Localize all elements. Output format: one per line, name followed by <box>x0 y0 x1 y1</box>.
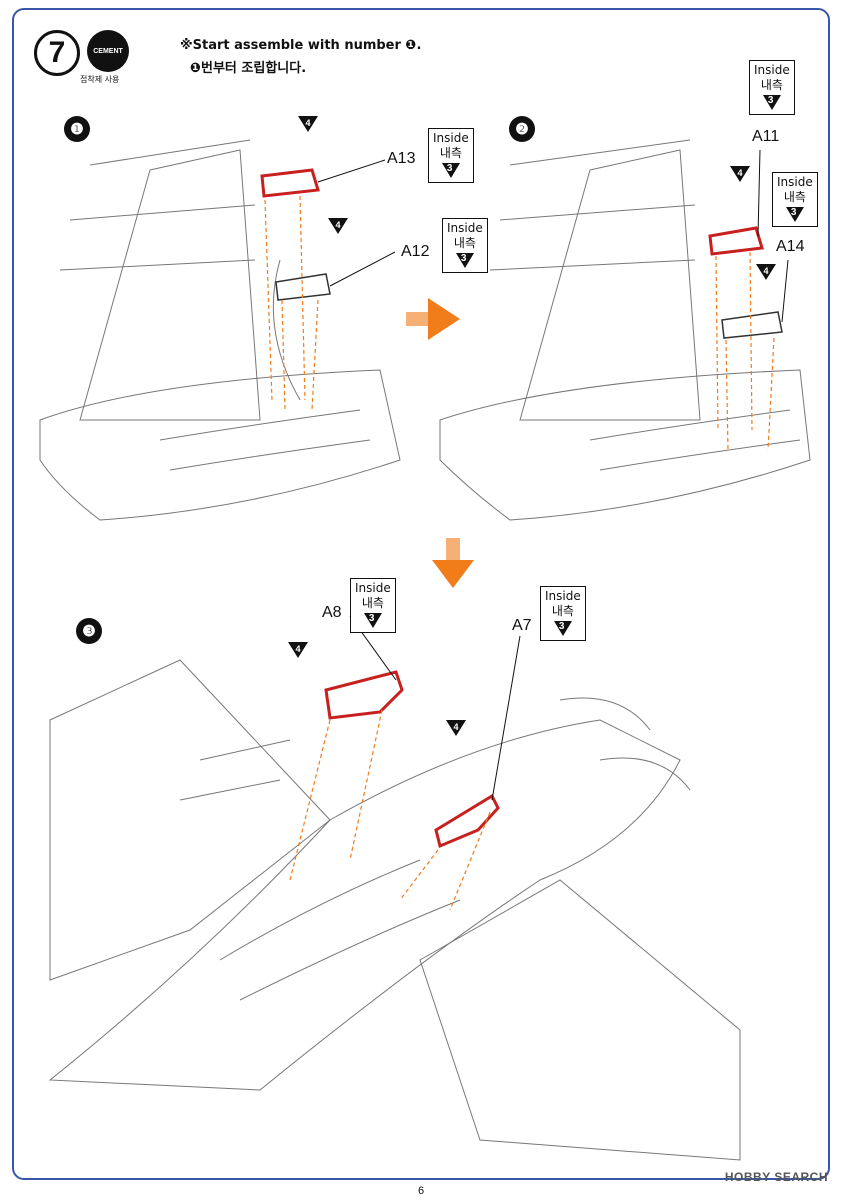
color-ref-icon: 3 <box>455 253 474 268</box>
inside-korean: 내측 <box>439 146 462 160</box>
inside-korean: 내측 <box>453 236 476 250</box>
panel2-fuselage <box>439 369 811 521</box>
panel3-fuselage <box>48 719 681 1091</box>
part-a13 <box>260 168 320 198</box>
part-label-a11: A11 <box>752 128 780 145</box>
substep-1-number: ❶ <box>64 116 90 142</box>
instruction-korean: ❶번부터 조립합니다. <box>190 61 307 76</box>
inside-text: Inside <box>777 175 813 189</box>
inside-korean: 내측 <box>361 596 384 610</box>
part-label-a12: A12 <box>401 243 430 260</box>
paint-marker-label: 4 <box>295 644 300 654</box>
watermark: HOBBY SEARCH <box>724 1170 828 1184</box>
inside-korean: 내측 <box>551 604 574 618</box>
part-a7 <box>434 793 500 849</box>
inside-text: Inside <box>447 221 483 235</box>
panel3-left-wing <box>49 659 331 981</box>
paint-marker-label: 4 <box>305 118 310 128</box>
part-label-a8: A8 <box>322 604 342 621</box>
color-ref-icon: 3 <box>553 621 572 636</box>
part-a14 <box>721 311 783 339</box>
page-border <box>12 8 830 1180</box>
paint-marker-label: 4 <box>737 168 742 178</box>
inside-text: Inside <box>355 581 391 595</box>
step-number-badge: 7 <box>34 30 80 76</box>
inside-text: Inside <box>545 589 581 603</box>
paint-marker-label: 4 <box>763 266 768 276</box>
paint-marker-label: 4 <box>335 220 340 230</box>
page-number: 6 <box>417 1185 425 1197</box>
panel3-right-wing <box>419 879 741 1161</box>
color-ref-icon: 3 <box>441 163 460 178</box>
part-a11 <box>708 226 764 256</box>
inside-text: Inside <box>433 131 469 145</box>
substep-3-number: ❸ <box>76 618 102 644</box>
instruction-english: ※Start assemble with number ❶. <box>180 38 422 53</box>
substep-2-number: ❷ <box>509 116 535 142</box>
part-label-a7: A7 <box>512 617 532 634</box>
part-label-a14: A14 <box>776 238 805 255</box>
cement-label: 접착제 사용 <box>80 75 120 84</box>
color-ref-icon: 3 <box>762 95 781 110</box>
cement-icon: CEMENT <box>87 30 129 72</box>
part-a8 <box>324 670 404 720</box>
part-a12 <box>275 273 331 301</box>
color-ref-icon: 3 <box>363 613 382 628</box>
panel1-wing <box>79 149 261 421</box>
part-label-a13: A13 <box>387 150 416 167</box>
inside-text: Inside <box>754 63 790 77</box>
inside-korean: 내측 <box>783 190 806 204</box>
paint-marker-label: 4 <box>453 722 458 732</box>
panel1-fuselage <box>39 369 401 521</box>
panel2-wing <box>519 149 701 421</box>
color-ref-icon: 3 <box>785 207 804 222</box>
inside-korean: 내측 <box>760 78 783 92</box>
